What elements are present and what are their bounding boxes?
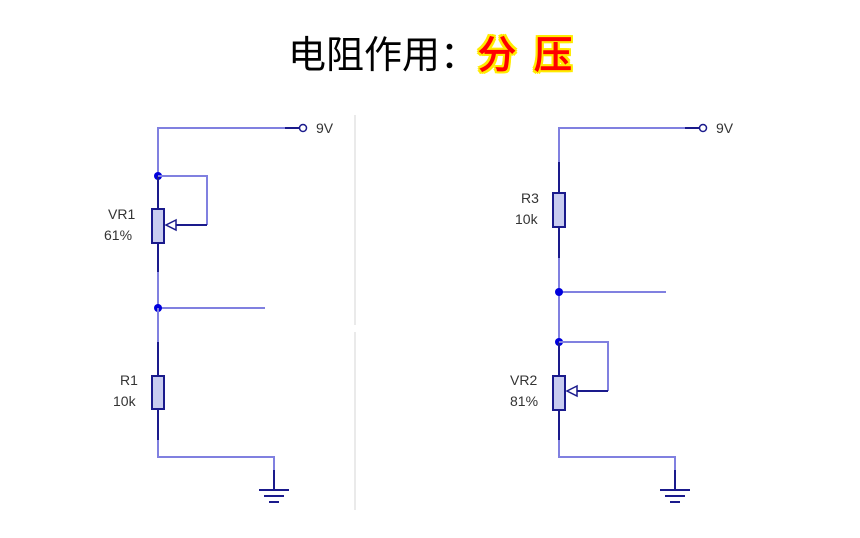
- vr1-wiper-wire: [158, 175, 208, 225]
- vr2-body: [552, 375, 566, 411]
- title-highlight-ya: 压: [534, 33, 573, 77]
- right-ground-wire: [558, 440, 676, 470]
- right-ground-icon: [660, 470, 690, 503]
- right-circuit: 9V R3 10k VR2 81%: [510, 120, 734, 503]
- vr1-body: [151, 208, 165, 244]
- left-ground-wire: [157, 440, 275, 470]
- right-supply-wire: [558, 127, 685, 162]
- left-supply-terminal: [298, 123, 308, 133]
- left-supply-label: 9V: [316, 120, 334, 136]
- r1-body: [151, 375, 165, 410]
- r3-body: [552, 192, 566, 228]
- title-highlight-fen: 分: [477, 33, 516, 77]
- vr2-wiper-arrow-icon: [565, 384, 578, 398]
- left-ground-icon: [259, 470, 289, 503]
- r3-value-label: 10k: [515, 211, 539, 227]
- vr1-wiper-arrow-icon: [164, 218, 177, 232]
- vr2-wiper-wire: [559, 341, 609, 391]
- page-title: 电阻作用：分压: [0, 32, 860, 78]
- title-prefix: 电阻作用：: [287, 33, 478, 77]
- r1-value-label: 10k: [113, 393, 137, 409]
- left-supply-wire: [157, 127, 285, 176]
- vr1-name-label: VR1: [108, 206, 135, 222]
- left-circuit: 9V VR1 61% R1 10k: [104, 120, 334, 503]
- r1-name-label: R1: [120, 372, 138, 388]
- left-output-wire: [157, 272, 265, 309]
- vr1-value-label: 61%: [104, 227, 132, 243]
- vr2-value-label: 81%: [510, 393, 538, 409]
- right-mid-junction: [555, 288, 563, 296]
- right-supply-terminal: [698, 123, 708, 133]
- vr2-name-label: VR2: [510, 372, 537, 388]
- r3-name-label: R3: [521, 190, 539, 206]
- right-supply-label: 9V: [716, 120, 734, 136]
